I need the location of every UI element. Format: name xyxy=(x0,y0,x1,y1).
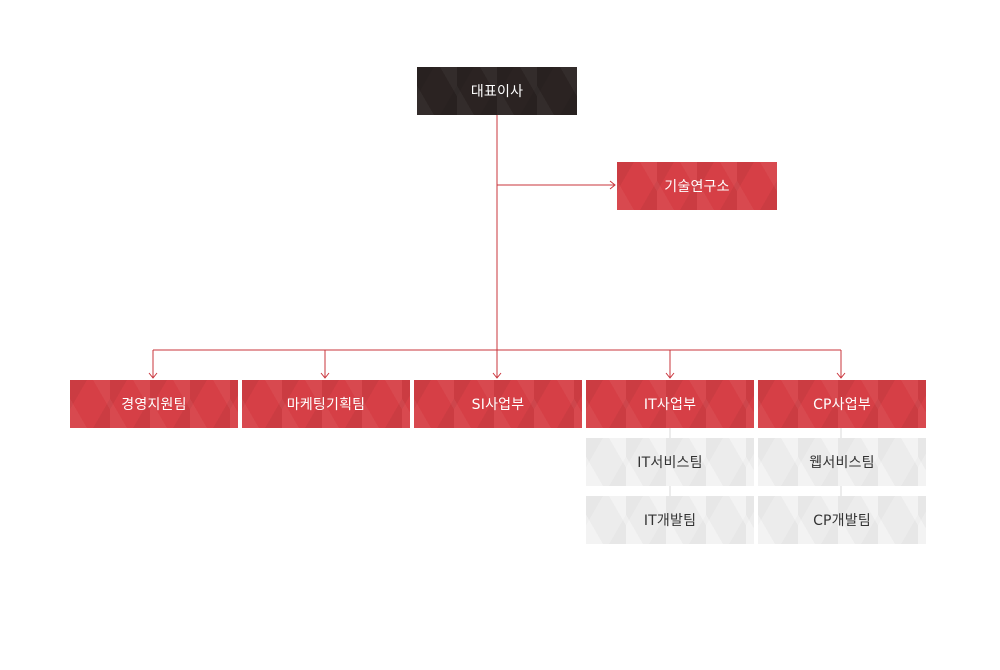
dept-management-support: 경영지원팀 xyxy=(70,380,238,428)
team-label: IT서비스팀 xyxy=(637,455,703,471)
team-label: CP개발팀 xyxy=(813,513,871,529)
dept-arrowhead-1 xyxy=(320,372,330,379)
dept-marketing-planning: 마케팅기획팀 xyxy=(242,380,410,428)
dept-label: SI사업부 xyxy=(471,397,525,413)
dept-arrowhead-2 xyxy=(492,372,502,379)
lab-arrowhead xyxy=(609,180,616,190)
ceo-box: 대표이사 xyxy=(417,67,577,115)
team-web-service: 웹서비스팀 xyxy=(758,438,926,486)
ceo-label: 대표이사 xyxy=(470,84,524,100)
team-it-development: IT개발팀 xyxy=(586,496,754,544)
research-lab-box: 기술연구소 xyxy=(617,162,777,210)
team-label: IT개발팀 xyxy=(643,513,697,529)
dept-arrowhead-0 xyxy=(148,372,158,379)
dept-arrowhead-4 xyxy=(836,372,846,379)
dept-it-division: IT사업부 xyxy=(586,380,754,428)
dept-label: 경영지원팀 xyxy=(121,397,187,413)
dept-label: CP사업부 xyxy=(813,397,871,413)
dept-arrowhead-3 xyxy=(665,372,675,379)
dept-cp-division: CP사업부 xyxy=(758,380,926,428)
dept-label: IT사업부 xyxy=(643,397,697,413)
research-lab-label: 기술연구소 xyxy=(664,179,730,195)
dept-si-division: SI사업부 xyxy=(414,380,582,428)
team-cp-development: CP개발팀 xyxy=(758,496,926,544)
dept-label: 마케팅기획팀 xyxy=(286,397,366,413)
team-label: 웹서비스팀 xyxy=(809,455,875,471)
team-it-service: IT서비스팀 xyxy=(586,438,754,486)
